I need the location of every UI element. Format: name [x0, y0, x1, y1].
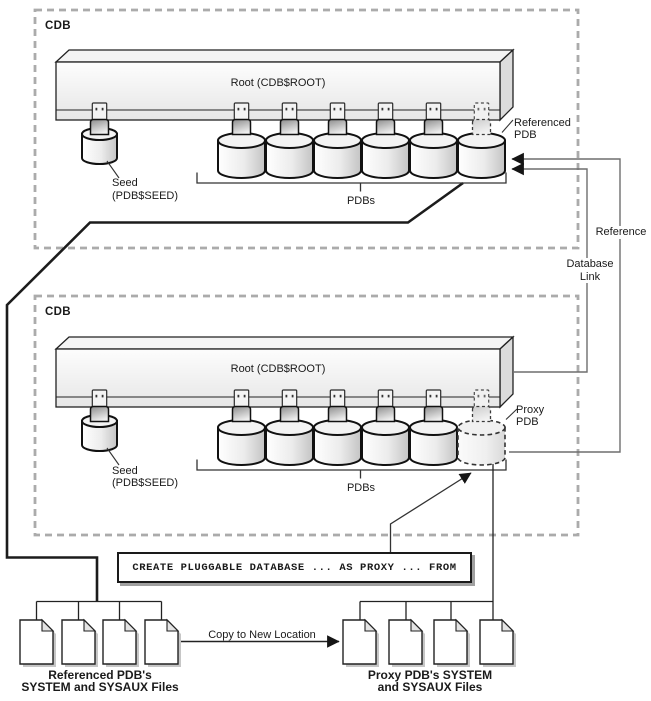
create-proxy-sql-statement: CREATE PLUGGABLE DATABASE ... AS PROXY .… [117, 552, 472, 583]
bottom-cdb-container-border [33, 294, 580, 537]
top-pdb-cylinder-icon [313, 132, 362, 179]
bottom-cdb-title: CDB [45, 306, 71, 318]
proxy-pdb-callout-line [505, 408, 518, 420]
proxy-pdb-dashed-plug-icon [471, 389, 492, 423]
referenced-pdb-files-line [5, 181, 464, 602]
datafile-icon [433, 619, 471, 668]
plug-icon [423, 102, 444, 136]
plug-icon [423, 389, 444, 423]
datafile-icon [19, 619, 57, 668]
top-pdb-cylinder-icon [409, 132, 458, 179]
plug-icon [327, 102, 348, 136]
bottom-pdbs-bracket [196, 459, 507, 479]
top-seed-label: Seed (PDB$SEED) [112, 177, 179, 202]
datafile-icon [102, 619, 140, 668]
referenced-pdb-label: Referenced PDB [514, 116, 571, 142]
datafile-icon [144, 619, 182, 668]
proxy-pdb-dashed-cylinder-icon [457, 419, 506, 466]
referenced-pdb-cylinder-icon [457, 132, 506, 179]
datafile-icon [479, 619, 517, 668]
bottom-pdb-cylinder-icon [217, 419, 266, 466]
top-pdb-cylinder-icon [217, 132, 266, 179]
datafile-icon [342, 619, 380, 668]
plug-icon [231, 389, 252, 423]
top-cdb-title: CDB [45, 20, 71, 32]
plug-icon [89, 102, 110, 136]
top-pdbs-bracket [196, 172, 507, 192]
bottom-root-label: Root (CDB$ROOT) [230, 363, 326, 375]
reference-arrow [509, 152, 621, 453]
proxy-pdb-label: Proxy PDB [516, 403, 545, 429]
bottom-pdb-cylinder-icon [409, 419, 458, 466]
plug-icon [375, 102, 396, 136]
proxy-files-connector [359, 464, 494, 620]
top-pdb-cylinder-icon [265, 132, 314, 179]
plug-icon [375, 389, 396, 423]
top-root-label: Root (CDB$ROOT) [230, 76, 326, 89]
copy-to-new-location-label: Copy to New Location [208, 628, 316, 641]
referenced-pdb-callout-line [501, 119, 514, 133]
bottom-seed-label: Seed (PDB$SEED) [112, 464, 179, 490]
reference-label: Reference [593, 226, 649, 239]
bottom-pdb-cylinder-icon [313, 419, 362, 466]
plug-icon [279, 102, 300, 136]
bottom-pdb-cylinder-icon [361, 419, 410, 466]
bottom-pdbs-label: PDBs [346, 481, 376, 494]
plug-icon [89, 389, 110, 423]
datafile-icon [61, 619, 99, 668]
plug-icon [279, 389, 300, 423]
top-pdbs-label: PDBs [346, 194, 376, 207]
bottom-seed-callout-line [106, 447, 120, 466]
plug-icon [327, 389, 348, 423]
database-link-label: Database Link [564, 258, 616, 283]
referenced-files-connector [35, 600, 163, 620]
proxy-files-label: Proxy PDB's SYSTEM and SYSAUX Files [367, 667, 493, 694]
referenced-pdb-dashed-plug-icon [471, 102, 492, 136]
top-seed-callout-line [106, 160, 120, 179]
referenced-files-label: Referenced PDB's SYSTEM and SYSAUX Files [21, 667, 179, 694]
top-pdb-cylinder-icon [361, 132, 410, 179]
sql-text: CREATE PLUGGABLE DATABASE ... AS PROXY .… [132, 561, 457, 574]
top-cdb-container-border [33, 8, 580, 250]
create-statement-arrow [389, 472, 472, 552]
datafile-icon [388, 619, 426, 668]
bottom-pdb-cylinder-icon [265, 419, 314, 466]
plug-icon [231, 102, 252, 136]
